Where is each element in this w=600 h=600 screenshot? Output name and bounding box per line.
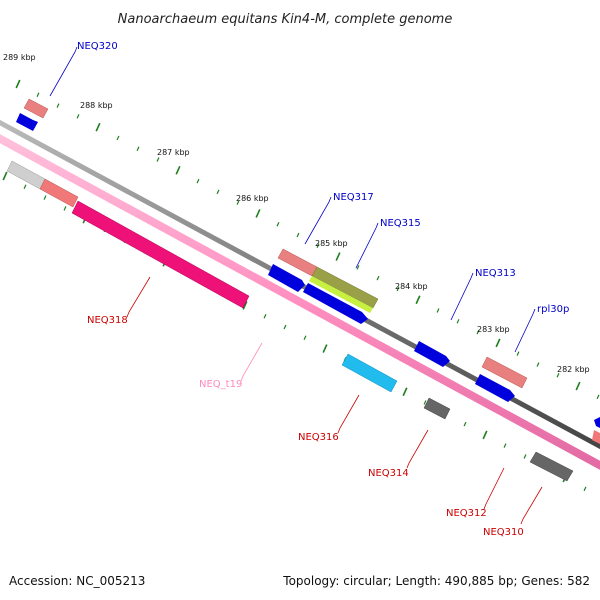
tick-mark (242, 301, 248, 310)
tick-mark (15, 79, 21, 89)
tick-mark (556, 372, 560, 378)
tick-mark (423, 400, 427, 405)
tick-mark (463, 421, 467, 427)
tick-label: 282 kbp (557, 365, 590, 374)
tick-mark (216, 189, 220, 195)
tick-label: 287 kbp (157, 148, 190, 157)
gene-label-NEQ_t19[interactable]: NEQ_t19 (199, 379, 242, 390)
tick-mark (263, 313, 267, 319)
tick-mark (356, 265, 360, 270)
tick-label: 286 kbp (236, 194, 269, 203)
feature-NEQ315[interactable] (303, 266, 379, 324)
tick-mark (2, 171, 8, 181)
tick-mark (276, 221, 280, 227)
gene-label-NEQ316[interactable]: NEQ316 (298, 432, 339, 443)
tick-mark (255, 209, 261, 218)
gene-label-rpl30p[interactable]: rpl30p (537, 304, 569, 315)
tick-label: 289 kbp (3, 53, 36, 62)
gene-label-NEQ318[interactable]: NEQ318 (87, 315, 128, 326)
tick-mark (516, 351, 520, 356)
leader-lines (49, 46, 543, 525)
map-title: Nanoarchaeum equitans Kin4-M, complete g… (118, 12, 453, 27)
tick-mark (436, 308, 440, 313)
tick-mark (402, 387, 408, 397)
tick-mark (136, 146, 140, 151)
tick-mark (523, 454, 527, 459)
tick-mark (303, 335, 307, 341)
tick-mark (283, 324, 287, 330)
tick-mark (43, 195, 47, 200)
accession-text: Accession: NC_005213 (9, 574, 146, 588)
tick-label: 284 kbp (395, 282, 428, 291)
feature-NEQ313[interactable] (414, 341, 450, 367)
tick-mark (116, 135, 120, 141)
feature-NEQ320-region[interactable] (16, 98, 49, 131)
gene-label-NEQ315[interactable]: NEQ315 (380, 218, 421, 229)
tick-mark (175, 165, 181, 175)
gene-label-NEQ313[interactable]: NEQ313 (475, 268, 516, 279)
tick-mark (583, 486, 587, 492)
tick-mark (23, 184, 27, 190)
tick-mark (536, 362, 540, 367)
feature-NEQ318-region[interactable] (6, 160, 250, 309)
topology-text: Topology: circular; Length: 490,885 bp; … (283, 574, 590, 588)
tick-mark (322, 344, 328, 353)
tick-mark (95, 122, 101, 132)
gene-label-NEQ320[interactable]: NEQ320 (77, 41, 118, 52)
tick-mark (476, 329, 480, 335)
tick-mark (456, 319, 460, 324)
tick-mark (236, 200, 240, 205)
gene-label-NEQ310[interactable]: NEQ310 (483, 527, 524, 538)
tick-mark (575, 381, 581, 391)
tick-mark (396, 286, 400, 292)
tick-mark (56, 103, 60, 108)
tick-mark (415, 295, 421, 305)
tick-label: 283 kbp (477, 325, 510, 334)
tick-mark (495, 338, 501, 348)
tick-mark (596, 394, 600, 400)
tick-mark (376, 275, 380, 281)
feature-edge (592, 417, 600, 444)
feature-NEQ314[interactable] (423, 397, 451, 420)
tick-mark (296, 232, 300, 238)
tick-mark (482, 430, 488, 440)
tick-mark (503, 443, 507, 448)
tick-mark (156, 157, 160, 162)
genome-backbone-inner (0, 134, 600, 470)
tick-label: 288 kbp (80, 101, 113, 110)
tick-mark (196, 178, 200, 184)
gene-label-NEQ314[interactable]: NEQ314 (368, 468, 409, 479)
tick-mark (63, 206, 67, 211)
tick-mark (316, 243, 320, 249)
gene-label-NEQ317[interactable]: NEQ317 (333, 192, 374, 203)
feature-NEQ310[interactable] (529, 451, 574, 482)
feature-rpl30p[interactable] (475, 356, 528, 402)
tick-mark (36, 92, 40, 98)
feature-NEQ316[interactable] (341, 353, 398, 393)
tick-mark (335, 252, 341, 261)
tick-label: 285 kbp (315, 239, 348, 248)
tick-mark (76, 114, 80, 119)
gene-label-NEQ312[interactable]: NEQ312 (446, 508, 487, 519)
